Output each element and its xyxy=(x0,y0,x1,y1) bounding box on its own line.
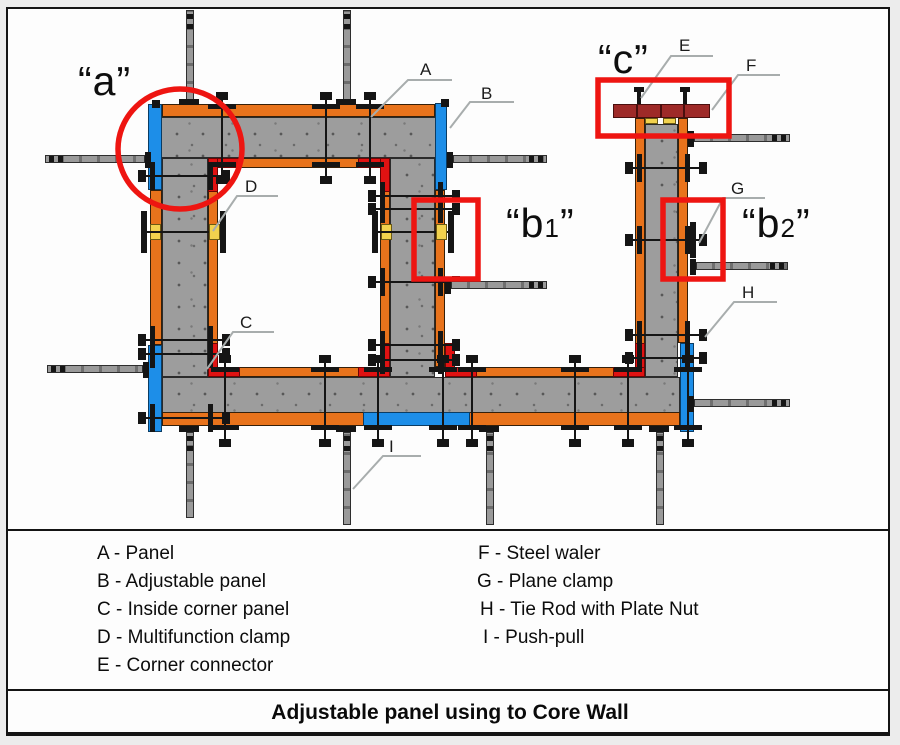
tie-rod xyxy=(451,281,547,289)
callout-C: C xyxy=(240,313,253,332)
annotation-label-b1: “b1” xyxy=(506,200,575,246)
tie-clamp xyxy=(364,355,392,447)
clamp-jaw xyxy=(220,211,226,253)
legend-item-E: E - Corner connector xyxy=(97,655,274,676)
legend-item-H: H - Tie Rod with Plate Nut xyxy=(480,599,699,620)
legend-item-F: F - Steel waler xyxy=(478,543,601,564)
steel-waler xyxy=(613,104,710,118)
annotation-label-c: “c” xyxy=(598,36,649,82)
legend-item-C: C - Inside corner panel xyxy=(97,599,290,620)
legend-item-D: D - Multifunction clamp xyxy=(97,627,291,648)
push-pull-prop xyxy=(186,432,194,518)
corner-connector-nut xyxy=(634,87,644,92)
push-pull-prop xyxy=(486,432,494,525)
tie-rod xyxy=(45,155,145,163)
corner-connector-block xyxy=(663,118,676,124)
annotation-label-a: “a” xyxy=(78,58,132,104)
callout-F: F xyxy=(746,56,757,75)
annotation-label-b2: “b2” xyxy=(742,200,811,246)
rod-anchor xyxy=(447,152,453,168)
tie-rod xyxy=(694,134,790,142)
rod-anchor xyxy=(688,131,694,147)
tie-clamp xyxy=(311,355,339,447)
concrete-wall-bottom xyxy=(162,377,680,413)
prop-foot xyxy=(179,426,199,432)
tie-rod xyxy=(696,262,788,270)
callout-H: H xyxy=(742,283,755,302)
tie-rod xyxy=(453,155,547,163)
tie-clamp xyxy=(625,154,707,182)
push-pull-prop xyxy=(343,10,351,100)
callout-A: A xyxy=(420,60,432,79)
panel-bottom-inner-left xyxy=(218,367,380,377)
tie-clamp xyxy=(614,355,642,447)
push-pull-prop xyxy=(656,432,664,525)
diagram-title: Adjustable panel using to Core Wall xyxy=(271,701,629,724)
corner-connector-block xyxy=(645,118,658,124)
prop-foot xyxy=(179,99,199,105)
callout-E: E xyxy=(679,36,691,55)
tie-clamp xyxy=(368,195,460,223)
legend-item-G: G - Plane clamp xyxy=(477,571,614,592)
end-clamp xyxy=(152,100,160,108)
multifunction-clamp xyxy=(209,224,220,240)
callout-G: G xyxy=(731,179,745,198)
rod-anchor xyxy=(688,396,694,412)
tie-clamp xyxy=(208,92,236,184)
adjustable-panel-top-right xyxy=(435,103,447,190)
callout-B: B xyxy=(481,84,493,103)
tie-clamp xyxy=(356,92,384,184)
panel-left-outer xyxy=(150,190,162,345)
tie-rod xyxy=(694,399,790,407)
panel-top-outer xyxy=(162,104,435,117)
legend-divider xyxy=(6,529,890,531)
tie-clamp xyxy=(561,355,589,447)
clamp-jaw xyxy=(448,211,454,253)
tie-clamp xyxy=(429,355,457,447)
multifunction-clamp xyxy=(436,224,447,240)
rod-anchor xyxy=(143,362,149,378)
tie-clamp xyxy=(458,355,486,447)
rod-anchor xyxy=(145,152,151,168)
tie-clamp xyxy=(312,92,340,184)
push-pull-prop xyxy=(343,432,351,525)
corner-connector-nut xyxy=(680,87,690,92)
rod-anchor xyxy=(445,278,451,294)
tie-rod xyxy=(47,365,143,373)
legend-item-B: B - Adjustable panel xyxy=(97,571,267,592)
prop-foot xyxy=(336,99,356,105)
legend-item-I: I - Push-pull xyxy=(483,627,585,648)
prop-foot xyxy=(479,426,499,432)
prop-foot xyxy=(336,426,356,432)
clamp-rod xyxy=(141,231,226,233)
corner-connector-bolt xyxy=(683,90,687,104)
end-clamp xyxy=(441,99,449,107)
concrete-wall-top xyxy=(160,117,447,158)
legend-item-A: A - Panel xyxy=(97,543,175,564)
callout-I: I xyxy=(389,437,394,456)
push-pull-prop xyxy=(186,10,194,100)
prop-foot xyxy=(649,426,669,432)
plane-clamp-plate xyxy=(690,222,696,258)
title-divider xyxy=(6,689,890,691)
corner-connector-bolt xyxy=(637,90,641,104)
tie-clamp xyxy=(211,355,239,447)
callout-D: D xyxy=(245,177,258,196)
